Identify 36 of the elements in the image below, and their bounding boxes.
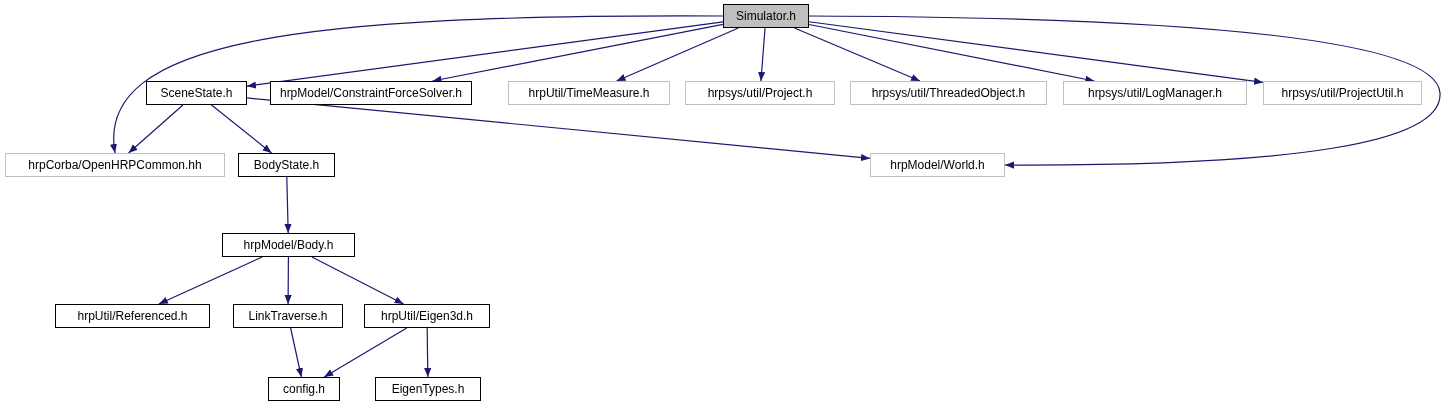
file-box: BodyState.h (238, 153, 335, 177)
arrow (128, 104, 184, 154)
arrow (246, 21, 724, 89)
file-box: hrpsys/util/Project.h (685, 81, 835, 105)
arrow (246, 97, 871, 162)
file-box: hrpCorba/OpenHRPCommon.hh (5, 153, 225, 177)
arrow (210, 104, 273, 154)
file-box: hrpModel/World.h (870, 153, 1005, 177)
arrow (616, 27, 739, 82)
arrow (284, 256, 292, 305)
arrow (111, 15, 724, 154)
file-box: hrpModel/ConstraintForceSolver.h (270, 81, 472, 105)
file-box: Simulator.h (723, 4, 809, 28)
file-box: hrpsys/util/ThreadedObject.h (850, 81, 1047, 105)
arrow (158, 256, 263, 305)
arrow (284, 176, 292, 234)
arrow (431, 23, 724, 83)
file-box: hrpUtil/Eigen3d.h (364, 304, 490, 328)
file-box: hrpUtil/Referenced.h (55, 304, 210, 328)
arrow (793, 27, 921, 82)
file-box: SceneState.h (146, 81, 247, 105)
arrow (808, 21, 1264, 85)
arrow (424, 327, 432, 378)
arrow (758, 27, 766, 82)
file-box: hrpsys/util/ProjectUtil.h (1263, 81, 1422, 105)
arrow (808, 15, 1441, 169)
arrow (290, 327, 303, 378)
file-box: hrpUtil/TimeMeasure.h (508, 81, 670, 105)
file-box: hrpModel/Body.h (222, 233, 355, 257)
file-box: config.h (268, 377, 340, 401)
file-box: EigenTypes.h (375, 377, 481, 401)
file-box: LinkTraverse.h (233, 304, 343, 328)
arrow (311, 256, 405, 305)
file-box: hrpsys/util/LogManager.h (1063, 81, 1247, 105)
arrow (808, 23, 1095, 83)
arrow (323, 327, 408, 378)
